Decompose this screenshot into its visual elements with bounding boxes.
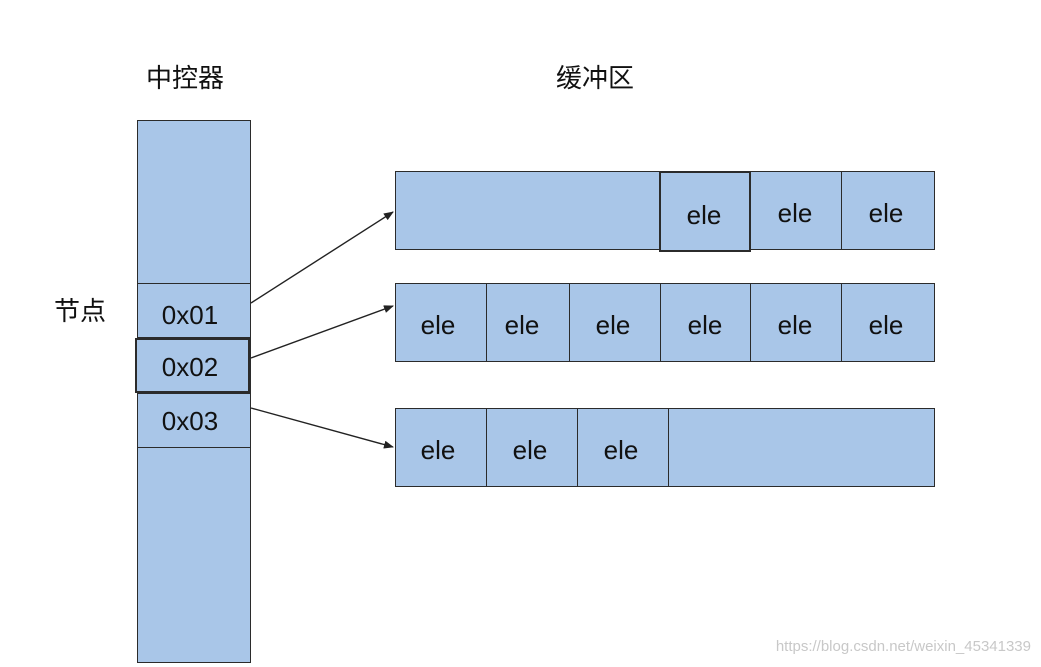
slot-label: 0x03	[161, 406, 219, 436]
slot-label: 0x01	[161, 300, 219, 330]
buffer-cell	[486, 283, 570, 362]
cell-label: ele	[595, 310, 631, 340]
arrow-0x03	[250, 407, 394, 449]
arrow-0x01	[250, 211, 394, 304]
buffer-cell	[569, 283, 661, 362]
buffer-cell	[841, 283, 935, 362]
controller-title: 中控器	[146, 64, 225, 94]
cell-label: ele	[420, 435, 456, 465]
cell-label: ele	[603, 435, 639, 465]
cell-label: ele	[868, 198, 904, 228]
arrow-0x02	[250, 305, 394, 359]
cell-label: ele	[687, 310, 723, 340]
buffer-cell	[395, 283, 487, 362]
cell-label: ele	[777, 310, 813, 340]
buffer-cell	[577, 408, 669, 487]
watermark: https://blog.csdn.net/weixin_45341339	[775, 638, 1031, 655]
buffer-cell	[660, 283, 751, 362]
slot-label: 0x02	[161, 352, 219, 382]
slot-0x01	[137, 283, 251, 338]
buffer-cell	[486, 408, 578, 487]
buffer-cell	[395, 408, 487, 487]
buffer-cell	[841, 171, 935, 250]
cell-label: ele	[777, 198, 813, 228]
cell-label: ele	[512, 435, 548, 465]
node-label: 节点	[54, 297, 107, 327]
slot-0x02	[135, 338, 250, 393]
slot-0x03	[137, 393, 251, 448]
cell-label: ele	[504, 310, 540, 340]
cell-label: ele	[686, 200, 722, 230]
buffer-cell	[750, 283, 842, 362]
buffer-title: 缓冲区	[556, 64, 635, 94]
cell-label: ele	[868, 310, 904, 340]
buffer-cell	[659, 171, 751, 252]
cell-label: ele	[420, 310, 456, 340]
